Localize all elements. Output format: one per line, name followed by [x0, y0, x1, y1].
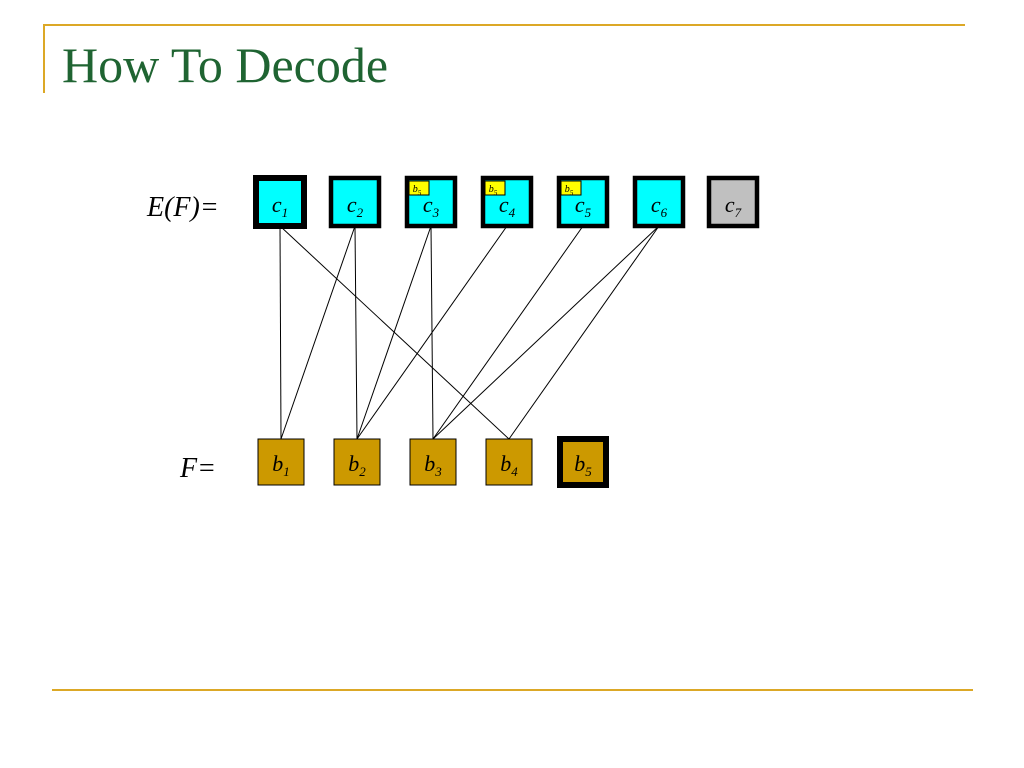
encoded-block-label: c5	[575, 192, 592, 220]
encoded-block-label: c1	[272, 192, 288, 220]
encoded-block-c1: c1	[253, 175, 307, 229]
edge-c5-b3	[432, 225, 584, 440]
encoded-block-box	[253, 175, 307, 229]
source-block-b3: b3	[409, 438, 457, 486]
tag-box	[484, 180, 506, 196]
source-block-box	[333, 438, 381, 486]
source-block-label: b3	[424, 451, 442, 479]
edge-c1-b1	[279, 225, 282, 440]
encoded-block-box	[632, 175, 686, 229]
encoded-block-label: c7	[725, 192, 742, 220]
source-block-box	[409, 438, 457, 486]
source-block-label: b4	[500, 451, 518, 479]
edge-c6-b3	[432, 225, 660, 440]
source-block-box	[257, 438, 305, 486]
source-block-label: b2	[348, 451, 366, 479]
encoded-block-label: c4	[499, 192, 516, 220]
encoded-block-label: c2	[347, 192, 364, 220]
source-block-b2: b2	[333, 438, 381, 486]
encoded-block-box	[706, 175, 760, 229]
encoded-block-c7: c7	[706, 175, 760, 229]
tag-label: b5	[565, 184, 574, 197]
left-rule	[43, 24, 45, 93]
encoded-block-label: c6	[651, 192, 668, 220]
source-blocks: b1 b2 b3 b4 b5	[257, 436, 609, 488]
tag-label: b5	[489, 184, 498, 197]
encoded-block-label: c3	[423, 192, 440, 220]
slide-title: How To Decode	[62, 37, 389, 93]
edge-c3-b2	[356, 225, 432, 440]
source-block-b1: b1	[257, 438, 305, 486]
tag-box	[560, 180, 582, 196]
encoded-block-box	[328, 175, 382, 229]
edge-c4-b2	[356, 225, 508, 440]
top-rule	[43, 24, 965, 26]
encoded-row-label: E(F)=	[146, 192, 219, 223]
encoded-block-c2: c2	[328, 175, 382, 229]
source-row-label: F=	[179, 453, 216, 484]
source-block-box	[485, 438, 533, 486]
source-block-box	[557, 436, 609, 488]
source-block-label: b5	[574, 451, 592, 479]
edge-c2-b2	[354, 225, 358, 440]
edge-c2-b1	[280, 225, 356, 440]
edge-c6-b4	[508, 225, 660, 440]
source-block-b4: b4	[485, 438, 533, 486]
edge-layer	[279, 225, 660, 440]
source-block-label: b1	[272, 451, 290, 479]
encoded-block-c6: c6	[632, 175, 686, 229]
tag-label: b5	[413, 184, 422, 197]
tag-box	[408, 180, 430, 196]
source-block-b5: b5	[557, 436, 609, 488]
bottom-rule	[52, 689, 973, 691]
